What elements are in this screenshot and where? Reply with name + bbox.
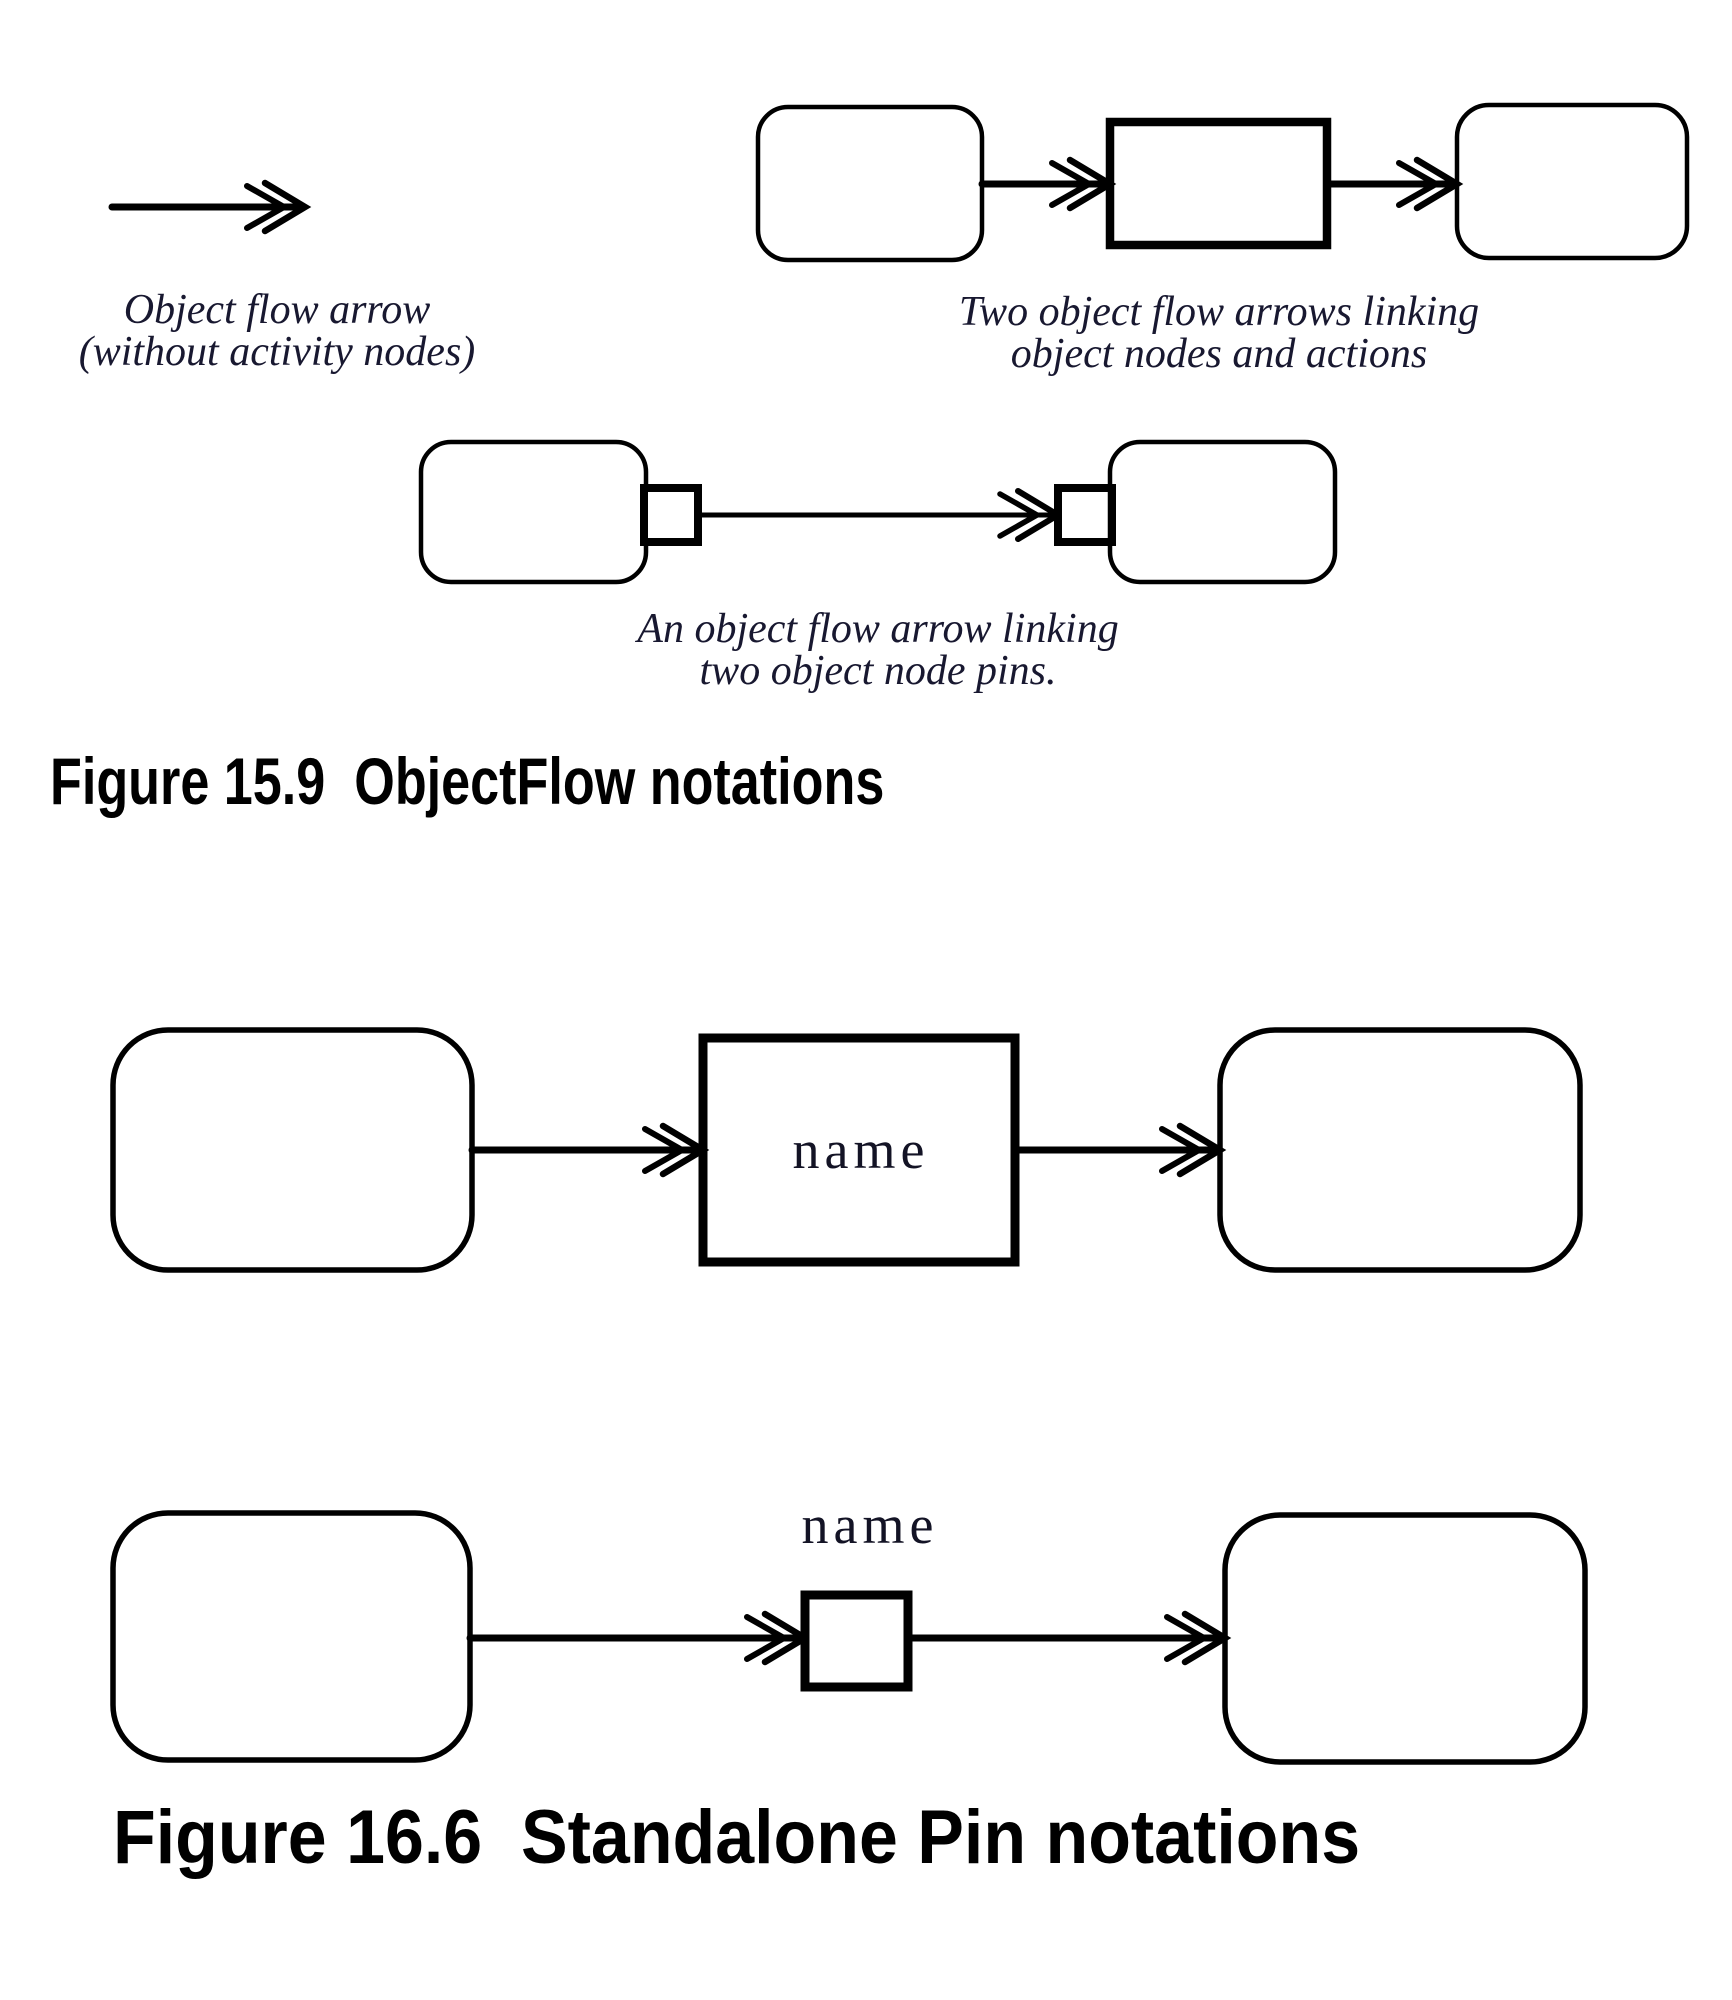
figure-15-9-label: Figure 15.9 ObjectFlow notations <box>50 744 885 818</box>
caption-nodes-actions-line2: object nodes and actions <box>1010 331 1428 377</box>
object-node-rounded-rect-row1-left <box>110 1027 475 1273</box>
caption-pins-line1: An object flow arrow linking <box>637 606 1119 652</box>
standalone-pin-square <box>800 1590 913 1692</box>
object-flow-arrow-into-action <box>468 1122 710 1178</box>
caption-nodes-actions-line1: Two object flow arrows linking <box>958 289 1480 335</box>
action-name-label: name <box>703 1038 1015 1262</box>
object-node-rounded-rect-row2-left <box>110 1510 473 1763</box>
object-flow-arrow-standalone <box>108 179 312 235</box>
object-node-rounded-rect-top-left <box>755 104 985 263</box>
action-name-text: name <box>792 1120 930 1180</box>
pin-square-right <box>1054 484 1116 546</box>
caption-standalone-arrow-line2: (without activity nodes) <box>78 329 476 375</box>
object-flow-arrow-into-pin <box>466 1610 812 1666</box>
object-node-rounded-rect-pin-right <box>1107 439 1338 585</box>
object-flow-arrow-action-to-node <box>1323 156 1464 212</box>
object-node-rounded-rect-row2-right <box>1222 1512 1588 1765</box>
action-rect <box>1105 117 1332 250</box>
object-flow-arrow-out-of-pin <box>904 1610 1232 1666</box>
figure-16-6-label: Figure 16.6 Standalone Pin notations <box>113 1795 1361 1880</box>
object-flow-arrow-out-of-action <box>1011 1122 1227 1178</box>
object-node-rounded-rect-pin-left <box>418 439 649 585</box>
caption-pins-line2: two object node pins. <box>699 648 1057 694</box>
pin-square-left <box>640 484 702 546</box>
pin-name-label: name <box>801 1495 939 1555</box>
object-node-rounded-rect-row1-right <box>1217 1027 1583 1273</box>
object-flow-arrow-pin-to-pin <box>695 488 1064 542</box>
object-flow-arrow-node-to-action <box>978 156 1117 212</box>
caption-standalone-arrow-line1: Object flow arrow <box>123 287 431 333</box>
object-node-rounded-rect-top-right <box>1454 102 1690 261</box>
